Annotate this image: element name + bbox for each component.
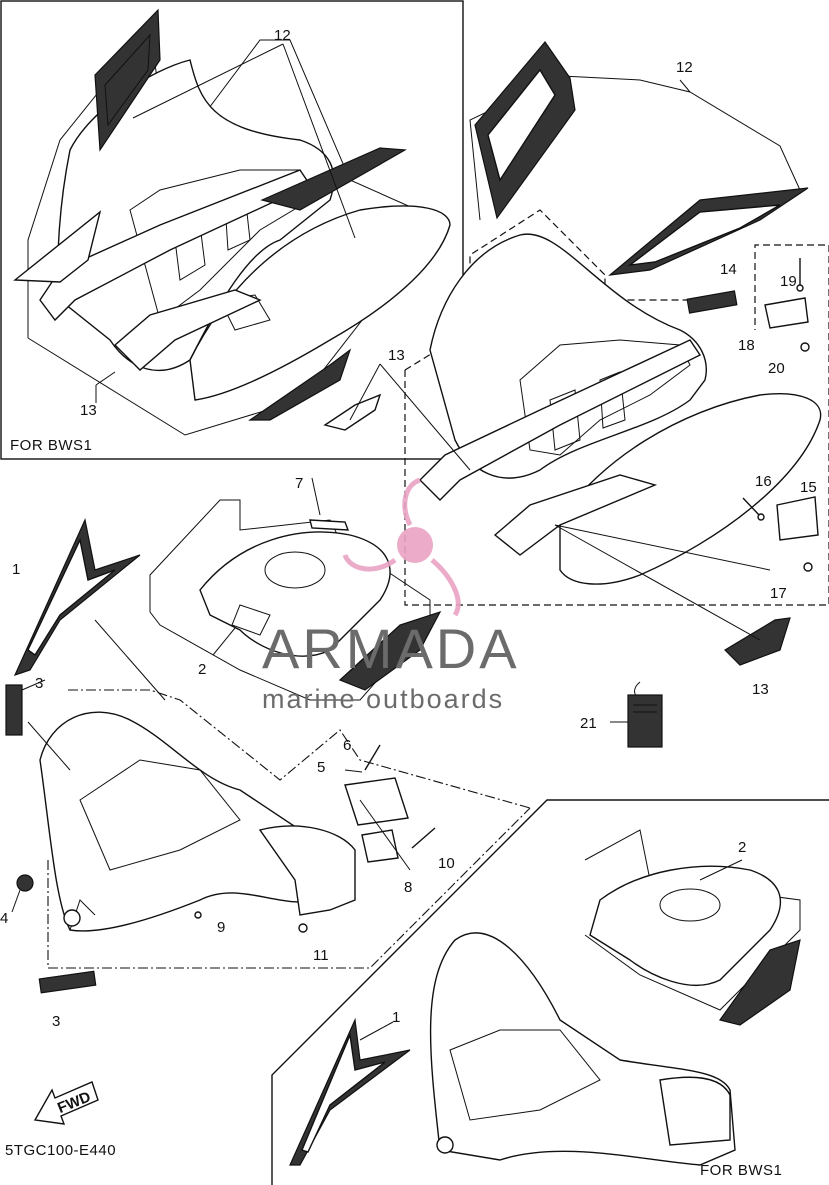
- callout-8: 8: [404, 879, 412, 896]
- callout-13-main: 13: [388, 347, 405, 364]
- inset-top-left: [0, 0, 464, 460]
- callout-2-main: 2: [198, 661, 206, 678]
- inset-bottom-right: [271, 799, 829, 1185]
- assembly-rear-fender: [323, 41, 829, 666]
- callout-10: 11: [313, 947, 329, 964]
- fwd-arrow-icon: [33, 1081, 99, 1125]
- callout-9: 10: [438, 855, 455, 872]
- callout-19: 19: [780, 273, 797, 290]
- callout-20: 20: [768, 360, 785, 377]
- callout-13-inset: 13: [80, 402, 97, 419]
- callout-1-inset: 1: [392, 1009, 400, 1026]
- diagram-code: 5TGC100-E440: [5, 1142, 116, 1159]
- callout-16: 16: [755, 473, 772, 490]
- callout-4: 4: [0, 910, 8, 927]
- assembly-front-fender: [5, 518, 531, 994]
- callout-7: 9: [217, 919, 225, 936]
- callout-2-inset: 2: [738, 839, 746, 856]
- callout-13-lower: 13: [752, 681, 769, 698]
- tag-part-21: [610, 681, 663, 748]
- fwd-label: FWD: [55, 1088, 93, 1117]
- callout-12-main: 12: [676, 59, 693, 76]
- callout-12-inset: 12: [274, 27, 291, 44]
- callout-17: 17: [770, 585, 787, 602]
- callout-21: 21: [580, 715, 597, 732]
- callout-11: 7: [295, 475, 303, 492]
- callout-3-bottom: 3: [52, 1013, 60, 1030]
- callout-6: 6: [343, 737, 351, 754]
- callout-5: 5: [317, 759, 325, 776]
- callout-18: 18: [738, 337, 755, 354]
- variant-label-bottom: FOR BWS1: [700, 1162, 782, 1179]
- assembly-side-panel: [149, 477, 442, 701]
- variant-label-top: FOR BWS1: [10, 437, 92, 454]
- callout-15: 15: [800, 479, 817, 496]
- callout-3-top: 3: [35, 675, 43, 692]
- callout-1-main: 1: [12, 561, 20, 578]
- callout-14: 14: [720, 261, 737, 278]
